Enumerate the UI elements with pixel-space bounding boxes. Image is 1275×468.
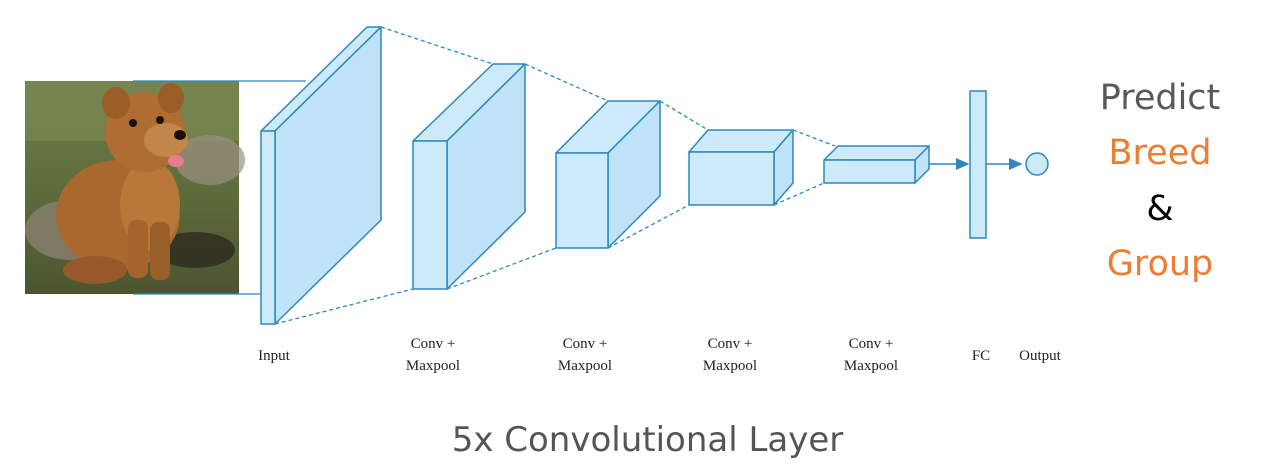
label-conv1-line2: Maxpool — [406, 358, 460, 374]
fc-layer-block — [969, 90, 987, 239]
label-fc: FC — [972, 348, 990, 364]
input-layer-block — [260, 26, 382, 325]
conv-block-1 — [412, 63, 526, 290]
label-conv4-line2: Maxpool — [844, 358, 898, 374]
label-conv3-line2: Maxpool — [703, 358, 757, 374]
label-input: Input — [258, 348, 290, 364]
group-word: Group — [1106, 244, 1214, 284]
output-node — [1025, 152, 1049, 176]
predict-word: Predict — [1099, 78, 1221, 118]
label-conv3-line1: Conv + — [708, 336, 753, 352]
label-conv4-line1: Conv + — [849, 336, 894, 352]
conv-block-3 — [688, 129, 794, 206]
ampersand-word: & — [1146, 189, 1174, 229]
diagram-caption: 5x Convolutional Layer — [451, 420, 844, 460]
label-output: Output — [1019, 348, 1062, 364]
label-conv1-line1: Conv + — [411, 336, 456, 352]
breed-word: Breed — [1108, 133, 1212, 173]
conv-block-2 — [555, 100, 661, 249]
label-conv2-line1: Conv + — [563, 336, 608, 352]
conv-block-4 — [823, 145, 930, 184]
input-dog-image — [25, 81, 245, 294]
dashed-connectors — [274, 26, 836, 325]
label-conv2-line2: Maxpool — [558, 358, 612, 374]
